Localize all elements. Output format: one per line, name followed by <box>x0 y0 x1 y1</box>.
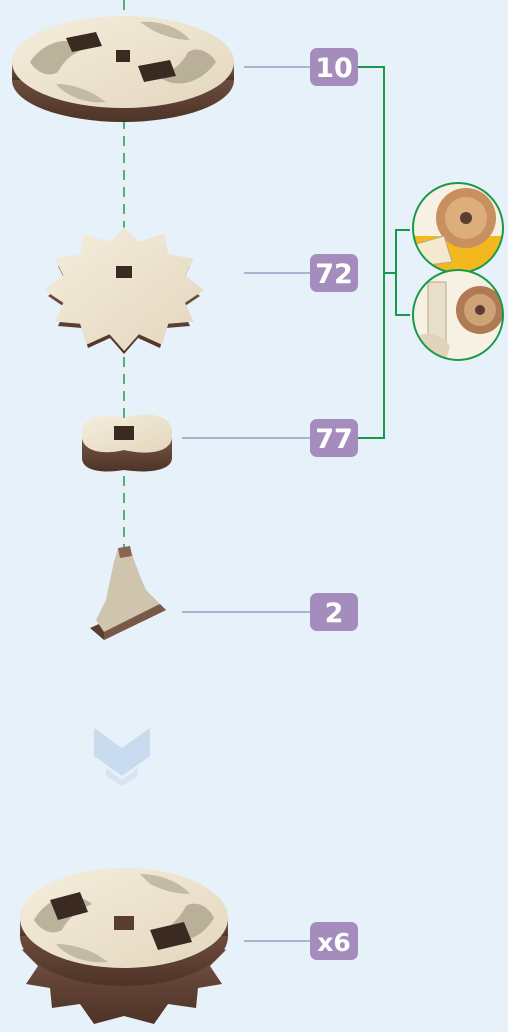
quantity-badge: x6 <box>310 922 358 960</box>
part-badge-77: 77 <box>310 419 358 457</box>
part-label-77: 77 <box>315 424 353 455</box>
quantity-label: x6 <box>317 928 351 957</box>
gear-part <box>44 227 204 354</box>
part-label-10: 10 <box>315 53 353 84</box>
part-badge-72: 72 <box>310 254 358 292</box>
spacer-part <box>81 414 173 472</box>
detail-circle-top <box>412 182 504 274</box>
part-badge-10: 10 <box>310 48 358 86</box>
chevron-down-icon <box>94 728 150 786</box>
part-label-2: 2 <box>325 598 344 629</box>
assembled-result <box>20 868 228 1024</box>
detail-circle-bottom <box>412 269 504 361</box>
group-bracket <box>358 66 410 439</box>
part-badge-2: 2 <box>310 593 358 631</box>
top-disc-part <box>12 16 234 122</box>
part-label-72: 72 <box>315 259 353 290</box>
wedge-part <box>90 546 166 640</box>
